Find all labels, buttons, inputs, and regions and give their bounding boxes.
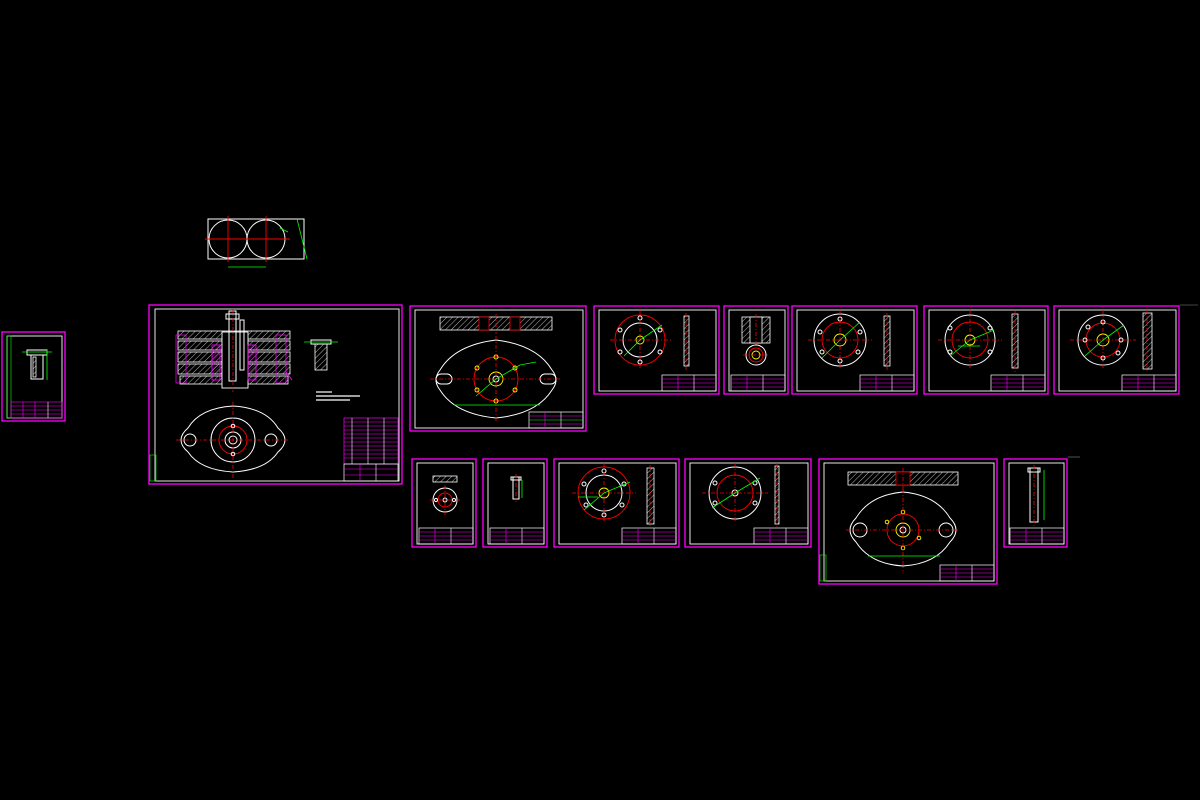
title-block <box>939 564 995 582</box>
title-block <box>1009 527 1065 545</box>
title-block <box>621 527 677 545</box>
title-block <box>10 401 63 419</box>
drawing-sheet[interactable] <box>482 458 548 548</box>
assembly-plan-view <box>176 402 290 478</box>
drawing-sheet[interactable] <box>1053 305 1180 395</box>
section-view <box>439 314 553 334</box>
drawing-sheet[interactable] <box>1003 458 1068 548</box>
part-view <box>22 349 52 380</box>
title-block <box>528 411 584 429</box>
part-view <box>1027 465 1045 526</box>
title-block <box>343 463 399 482</box>
drawing-sheet[interactable] <box>553 458 680 548</box>
section-view <box>847 468 959 490</box>
title-block <box>753 527 809 545</box>
title-block <box>1121 374 1177 392</box>
assembly-section-view <box>175 309 293 392</box>
drawing-sheet[interactable] <box>923 305 1049 395</box>
plan-view <box>846 489 960 571</box>
plate-view <box>938 310 1019 372</box>
plate-view <box>610 310 690 370</box>
title-block <box>730 374 786 392</box>
drawing-sheet[interactable] <box>723 305 789 395</box>
drawing-sheet[interactable] <box>818 458 998 585</box>
drawing-sheet[interactable] <box>409 305 587 432</box>
plate-view <box>702 463 780 527</box>
drawing-sheet[interactable] <box>1 331 66 422</box>
plate-view <box>572 463 655 527</box>
title-block <box>859 374 915 392</box>
technical-notes <box>316 391 360 401</box>
part-view <box>430 475 460 515</box>
drawing-sheet[interactable] <box>684 458 812 548</box>
title-block <box>990 374 1046 392</box>
plate-view <box>808 310 891 370</box>
drawing-sheet[interactable] <box>411 458 477 548</box>
plate-view <box>1070 310 1153 372</box>
part-view <box>741 314 771 366</box>
part-view <box>510 474 523 502</box>
drawing-sheet[interactable] <box>791 305 918 395</box>
title-block <box>489 527 545 545</box>
plan-view <box>430 336 562 422</box>
parts-list-table <box>343 417 399 465</box>
assembly-part-view <box>304 339 338 371</box>
blank-layout-sketch[interactable] <box>205 216 308 268</box>
drawing-sheet[interactable] <box>148 304 403 485</box>
title-block <box>661 374 717 392</box>
title-block <box>418 527 474 545</box>
drawing-sheet[interactable] <box>593 305 720 395</box>
